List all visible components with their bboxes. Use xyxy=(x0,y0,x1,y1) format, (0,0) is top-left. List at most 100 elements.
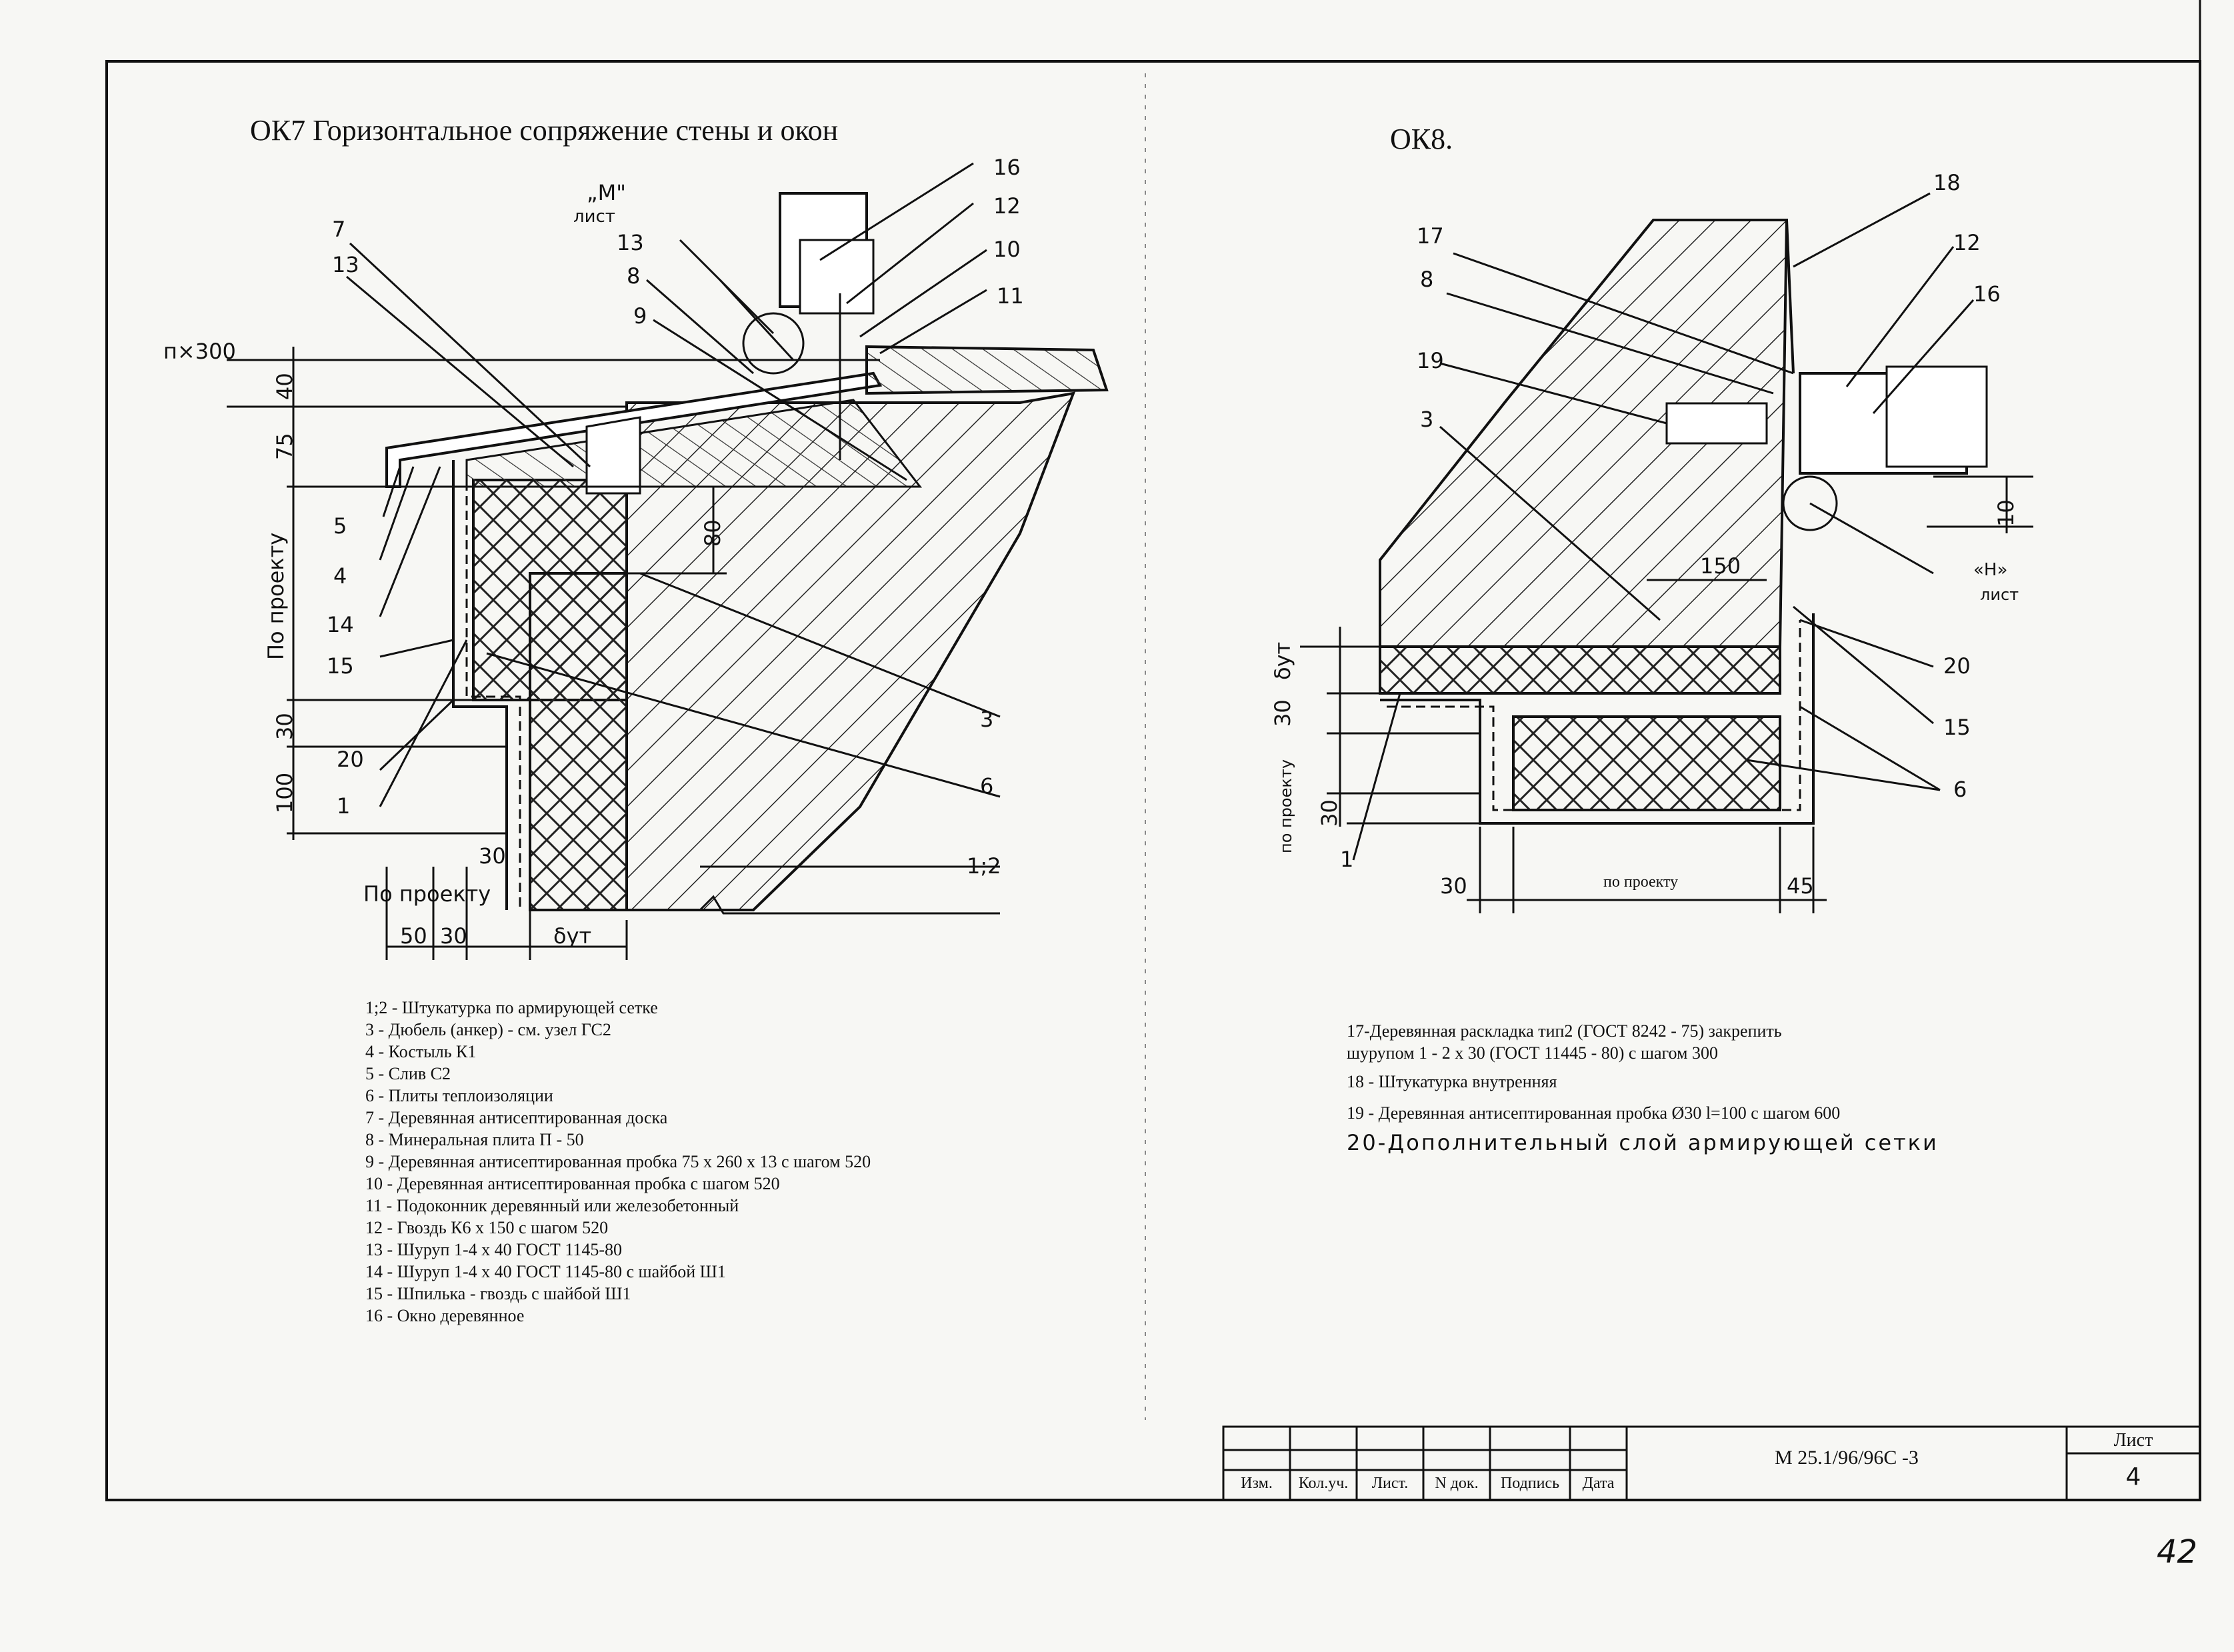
ok8-dim-30: 30 xyxy=(1270,699,1295,727)
title-block xyxy=(1222,1425,2201,1501)
ok8-note-17b: шурупом 1 - 2 х 30 (ГОСТ 11445 - 80) с ш… xyxy=(1347,1043,1718,1063)
ok8-n-circle xyxy=(1782,475,1838,531)
ok8-callout-12: 12 xyxy=(1953,230,1981,255)
ok7-dim-30: 30 xyxy=(272,713,297,740)
ok7-callout-9: 9 xyxy=(633,303,647,329)
ok7-dim-project-h: По проекту xyxy=(363,881,491,907)
ok7-window-sash xyxy=(799,239,875,315)
ok8-callout-19: 19 xyxy=(1417,348,1444,373)
ok8-plaster-edge xyxy=(1785,219,1795,374)
ok7-dim-100: 100 xyxy=(272,772,297,813)
ok7-dim-80: 80 xyxy=(700,519,725,547)
tb-sheet-label: Лист xyxy=(2113,1430,2153,1451)
ok8-callout-6: 6 xyxy=(1953,777,1967,802)
page-number: 42 xyxy=(2157,1533,2198,1571)
ok8-note-19: 19 - Деревянная антисептированная пробка… xyxy=(1347,1103,1841,1123)
ok8-note-18: 18 - Штукатурка внутренняя xyxy=(1347,1072,1557,1091)
ok7-note-4: 5 - Слив С2 xyxy=(365,1064,451,1083)
ok7-dim-50: 50 xyxy=(400,923,427,949)
ok7-window-sill xyxy=(865,345,1109,395)
ok7-dim-r12: 1;2 xyxy=(967,853,1001,879)
ok7-callout-6: 6 xyxy=(980,773,994,799)
ok8-wood-plug xyxy=(1665,402,1768,445)
ok7-dim-delta: δут xyxy=(553,923,592,949)
ok7-callout-3: 3 xyxy=(980,707,994,732)
ok7-note-1: 1;2 - Штукатурка по армирующей сетке xyxy=(365,998,658,1017)
ok8-callout-17: 17 xyxy=(1417,223,1444,249)
ok8-dim-delta: δут xyxy=(1270,641,1295,680)
ok8-callout-20: 20 xyxy=(1943,653,1971,679)
ok7-callout-11: 11 xyxy=(997,283,1024,309)
ok8-dim-10: 10 xyxy=(1993,499,2019,527)
ok8-callout-16: 16 xyxy=(1973,281,2001,307)
ok7-m-mark: „М" xyxy=(587,180,626,205)
ok8-notes: 17-Деревянная раскладка тип2 (ГОСТ 8242 … xyxy=(1347,1020,1939,1154)
ok8-callout-3: 3 xyxy=(1420,407,1434,432)
ok8-note-17a: 17-Деревянная раскладка тип2 (ГОСТ 8242 … xyxy=(1347,1021,1782,1041)
ok7-dim-30b: 30 xyxy=(479,843,506,869)
ok7-note-13: 14 - Шуруп 1-4 х 40 ГОСТ 1145-80 с шайбо… xyxy=(365,1262,726,1281)
ok7-callout-1: 1 xyxy=(337,793,351,819)
ok7-dim-project: По проекту xyxy=(263,532,289,660)
ok8-n-sheet: лист xyxy=(1980,585,2019,604)
tb-header-podpis: Подпись xyxy=(1500,1475,1560,1492)
ok7-plaster xyxy=(452,460,508,910)
ok7-note-9: 10 - Деревянная антисептированная пробка… xyxy=(365,1174,780,1193)
ok7-note-8: 9 - Деревянная антисептированная пробка … xyxy=(365,1152,871,1171)
ok7-note-7: 8 - Минеральная плита П - 50 xyxy=(365,1130,584,1149)
ok8-title: ОК8. xyxy=(1390,123,1453,155)
ok7-note-10: 11 - Подоконник деревянный или железобет… xyxy=(365,1196,739,1215)
ok7-callout-13a: 13 xyxy=(332,252,359,277)
ok7-callout-5: 5 xyxy=(333,513,347,539)
ok7-callout-14: 14 xyxy=(327,612,354,637)
ok7-insulation-lower xyxy=(529,572,628,911)
ok7-callout-8: 8 xyxy=(627,263,641,289)
tb-header-kolych: Кол.уч. xyxy=(1298,1475,1349,1492)
tb-code: М 25.1/96/96С -3 xyxy=(1775,1447,1919,1469)
ok8-callout-8: 8 xyxy=(1420,267,1434,292)
ok7-wood-board xyxy=(585,416,641,495)
ok7-plaster-inner xyxy=(465,467,521,910)
tb-header-data: Дата xyxy=(1582,1475,1615,1492)
ok8-n-mark: «Н» xyxy=(1973,560,2008,580)
ok7-callout-13b: 13 xyxy=(617,230,644,255)
ok8-insulation-lower xyxy=(1512,715,1781,811)
ok8-dim-45: 45 xyxy=(1787,873,1814,899)
ok7-note-6: 7 - Деревянная антисептированная доска xyxy=(365,1108,668,1127)
ok7-dim-40: 40 xyxy=(272,373,297,400)
ok7-callout-4: 4 xyxy=(333,563,347,589)
tb-header-ndok: N док. xyxy=(1435,1475,1479,1492)
ok7-m-circle xyxy=(742,312,805,375)
ok7-note-2: 3 - Дюбель (анкер) - см. узел ГС2 xyxy=(365,1020,611,1039)
ok8-detail xyxy=(1300,192,2033,913)
ok8-dim-30b: 30 xyxy=(1317,799,1342,827)
ok8-dim-project-h: по проекту xyxy=(1603,873,1679,891)
ok7-callout-16: 16 xyxy=(993,155,1021,180)
ok7-note-15: 16 - Окно деревянное xyxy=(365,1306,525,1325)
ok8-note-20: 20-Дополнительный слой армирующей сетки xyxy=(1347,1130,1939,1155)
ok7-callout-10: 10 xyxy=(993,237,1021,262)
ok7-note-14: 15 - Шпилька - гвоздь с шайбой Ш1 xyxy=(365,1284,631,1303)
ok7-note-11: 12 - Гвоздь К6 х 150 с шагом 520 xyxy=(365,1218,609,1237)
ok7-dim-75: 75 xyxy=(272,433,297,460)
ok7-title: ОК7 Горизонтальное сопряжение стены и ок… xyxy=(250,114,839,147)
ok7-callout-12: 12 xyxy=(993,193,1021,219)
tb-header-izm: Изм. xyxy=(1241,1475,1273,1492)
ok7-note-3: 4 - Костыль К1 xyxy=(365,1042,477,1061)
ok7-callout-20: 20 xyxy=(337,747,364,772)
ok7-detail xyxy=(227,162,1109,960)
ok7-note-12: 13 - Шуруп 1-4 х 40 ГОСТ 1145-80 xyxy=(365,1240,623,1259)
ok8-callout-15: 15 xyxy=(1943,715,1971,740)
ok8-dim-30c: 30 xyxy=(1440,873,1467,899)
tb-sheet-no: 4 xyxy=(2125,1463,2141,1491)
ok7-break-line xyxy=(627,895,1000,915)
ok8-insulation-upper xyxy=(1379,645,1781,695)
ok7-dim-step: п×300 xyxy=(163,339,236,364)
ok7-callout-15: 15 xyxy=(327,653,354,679)
ok8-callout-1: 1 xyxy=(1340,847,1354,872)
ok8-callout-18: 18 xyxy=(1933,170,1961,195)
ok7-callout-7: 7 xyxy=(332,217,346,242)
ok7-m-sheet: лист xyxy=(573,207,615,227)
ok8-plaster-inner xyxy=(1387,620,1801,811)
